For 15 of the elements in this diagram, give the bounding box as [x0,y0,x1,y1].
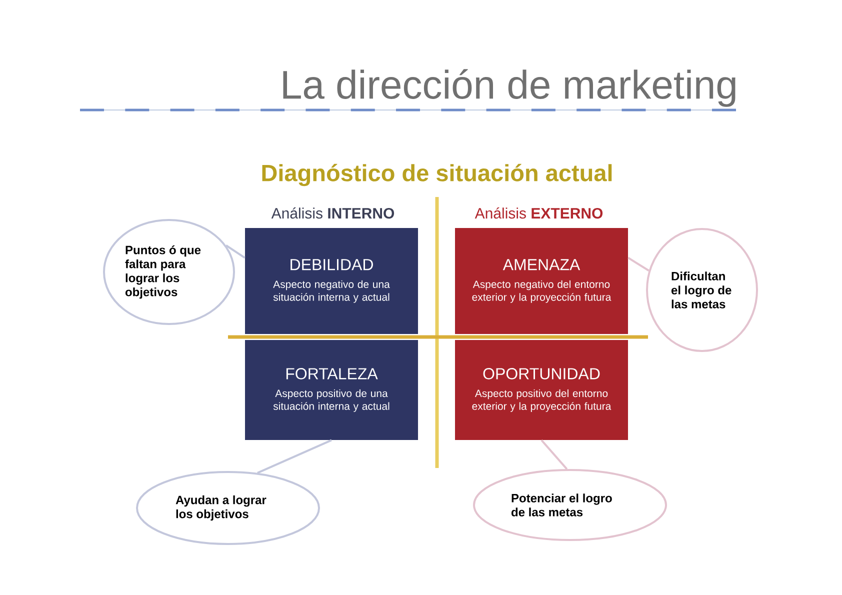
speech-bubble: Potenciar el logro de las metas [473,469,667,541]
speech-bubble: Ayudan a lograr los objetivos [136,471,320,545]
speech-bubble: Dificultan el logro de las metas [646,228,758,352]
speech-bubble: Puntos ó que faltan para lograr los objetivos [103,219,235,325]
bubble-tail [628,256,650,272]
subtitle: Diagnóstico de situación actual [262,164,612,186]
quadrant-box: FORTALEZA Aspecto positivo de una situación interna y actual [245,340,418,440]
title: La dirección de marketing [283,69,736,107]
quadrant-box: AMENAZA Aspecto negativo del entorno exterior y la proyección futura [455,228,628,334]
column-heading: Análisis INTERNO [271,207,394,219]
bubble-tail [226,244,246,259]
quadrant-box: OPORTUNIDAD Aspecto positivo del entorno exterior y la proyección futura [455,340,628,440]
quadrant-box: DEBILIDAD Aspecto negativo de una situación interna y actual [245,228,418,334]
bubble-tail [257,439,332,474]
bubble-tail [540,440,568,470]
